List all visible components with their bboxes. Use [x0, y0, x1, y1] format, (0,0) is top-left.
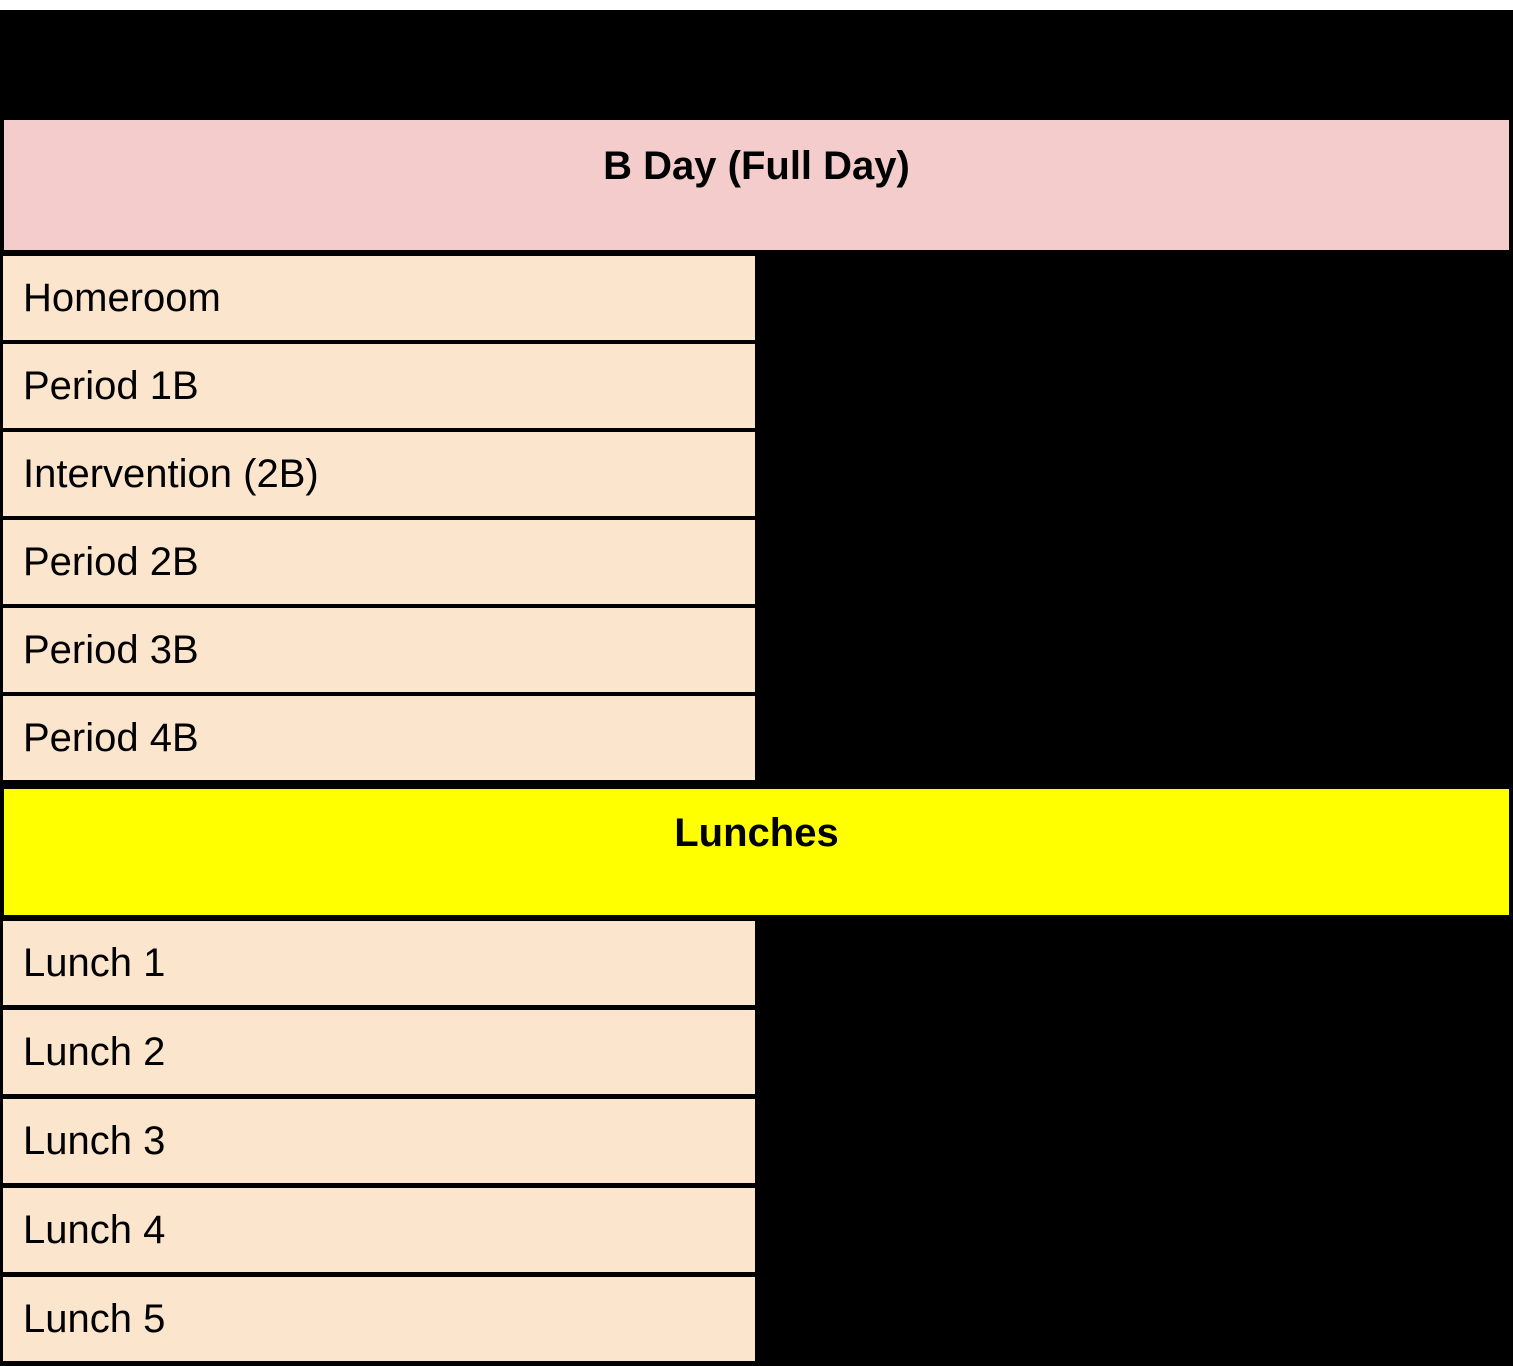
- row-lunch-5: Lunch 5: [3, 1277, 755, 1361]
- row-period-4b: Period 4B: [3, 696, 755, 780]
- row-homeroom: Homeroom: [3, 256, 755, 340]
- day-header: B Day (Full Day): [4, 120, 1509, 250]
- row-period-3b: Period 3B: [3, 608, 755, 692]
- row-lunch-4: Lunch 4: [3, 1188, 755, 1272]
- row-lunch-1: Lunch 1: [3, 921, 755, 1005]
- row-intervention-2b: Intervention (2B): [3, 432, 755, 516]
- top-white-strip: [0, 0, 1513, 10]
- lunches-header: Lunches: [4, 789, 1509, 915]
- row-lunch-3: Lunch 3: [3, 1099, 755, 1183]
- row-period-2b: Period 2B: [3, 520, 755, 604]
- row-lunch-2: Lunch 2: [3, 1010, 755, 1094]
- row-period-1b: Period 1B: [3, 344, 755, 428]
